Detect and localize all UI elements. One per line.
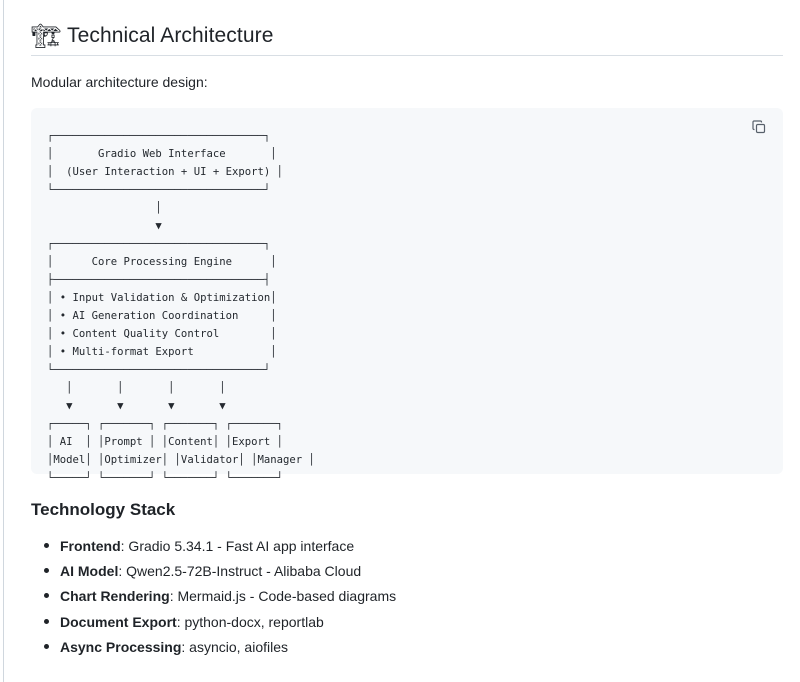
architecture-diagram-text: ┌─────────────────────────────────┐ │ Gr… — [47, 130, 315, 484]
intro-text: Modular architecture design: — [31, 74, 208, 90]
item-text: : python-docx, reportlab — [176, 613, 324, 630]
section-title: Technical Architecture — [67, 24, 274, 47]
building-construction-icon: 🏗 — [31, 22, 62, 50]
list-item: Frontend: Gradio 5.34.1 - Fast AI app in… — [31, 536, 396, 561]
code-block[interactable]: ┌─────────────────────────────────┐ │ Gr… — [31, 108, 783, 484]
heading-divider — [31, 55, 783, 56]
list-item: AI Model: Qwen2.5-72B-Instruct - Alibaba… — [31, 561, 396, 586]
item-text: : Gradio 5.34.1 - Fast AI app interface — [120, 538, 355, 554]
item-label: Chart Rendering — [60, 588, 170, 605]
section-heading: 🏗 Technical Architecture — [31, 22, 273, 50]
list-item: Chart Rendering: Mermaid.js - Code-based… — [31, 586, 396, 611]
bullet-icon — [44, 593, 49, 599]
content-left-border — [3, 0, 4, 682]
bullet-icon — [44, 643, 49, 649]
item-text: : Mermaid.js - Code-based diagrams — [169, 588, 397, 605]
bullet-icon — [44, 618, 49, 624]
list-item: Document Export: python-docx, reportlab — [31, 612, 396, 637]
copy-icon[interactable] — [751, 119, 769, 137]
bullet-icon — [44, 568, 49, 574]
stack-heading: Technology Stack — [31, 500, 176, 519]
technology-stack-list: Frontend: Gradio 5.34.1 - Fast AI app in… — [31, 536, 396, 662]
item-text: : asyncio, aiofiles — [181, 638, 288, 655]
item-label: Frontend — [60, 538, 121, 554]
item-label: Async Processing — [60, 638, 182, 655]
bullet-icon — [44, 543, 49, 548]
item-text: : Qwen2.5-72B-Instruct - Alibaba Cloud — [118, 563, 362, 580]
item-label: AI Model — [60, 563, 119, 580]
item-label: Document Export — [60, 613, 177, 630]
list-item: Async Processing: asyncio, aiofiles — [31, 637, 396, 662]
